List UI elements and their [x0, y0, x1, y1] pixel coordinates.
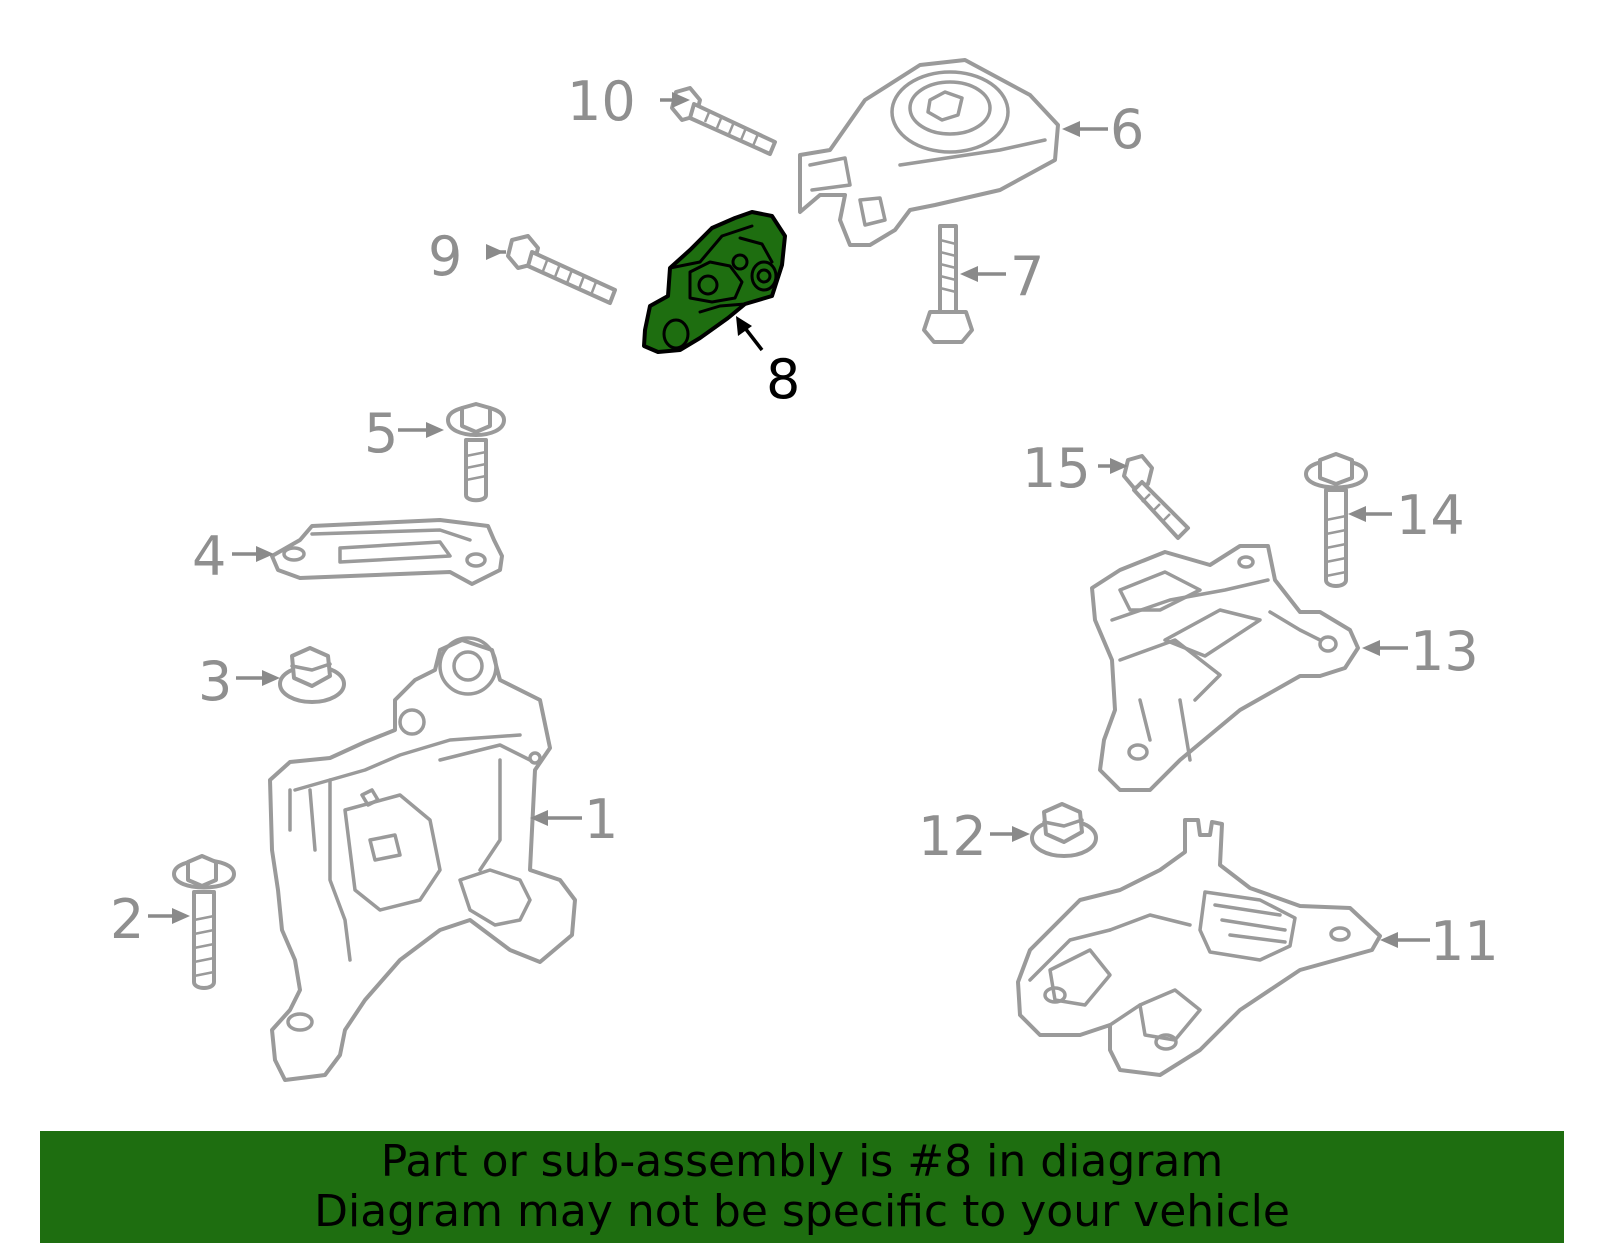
callout-6: 6	[1110, 98, 1144, 161]
callout-8: 8	[766, 348, 800, 411]
part-8-bracket-highlighted[interactable]	[642, 210, 787, 354]
part-14-bolt[interactable]	[1304, 452, 1368, 588]
part-12-nut[interactable]	[1030, 802, 1098, 858]
info-banner: Part or sub-assembly is #8 in diagram Di…	[40, 1131, 1564, 1243]
part-2-bolt[interactable]	[172, 854, 236, 990]
callout-12: 12	[918, 805, 987, 868]
callout-4: 4	[192, 525, 226, 588]
banner-line-part: Part or sub-assembly is #8 in diagram	[380, 1136, 1224, 1187]
callout-7: 7	[1010, 245, 1044, 308]
callout-15: 15	[1022, 437, 1091, 500]
callout-10: 10	[567, 70, 636, 133]
callout-3: 3	[198, 650, 232, 713]
part-15-bolt[interactable]	[1122, 454, 1190, 540]
callout-arrows	[148, 92, 1430, 948]
callout-11: 11	[1430, 910, 1499, 973]
part-3-nut[interactable]	[278, 646, 346, 704]
callout-9: 9	[428, 225, 462, 288]
banner-line-disclaimer: Diagram may not be specific to your vehi…	[314, 1186, 1290, 1237]
part-9-bolt[interactable]	[506, 234, 617, 305]
callout-2: 2	[110, 888, 144, 951]
part-4-bracket[interactable]	[270, 518, 504, 586]
part-11-lower-mount[interactable]	[1016, 818, 1382, 1077]
callout-5: 5	[364, 402, 398, 465]
part-7-bolt[interactable]	[922, 224, 974, 344]
part-1-engine-mount[interactable]	[268, 636, 577, 1082]
callout-1: 1	[584, 788, 618, 851]
callout-13: 13	[1410, 620, 1479, 683]
part-13-bracket[interactable]	[1090, 544, 1360, 792]
part-10-bolt[interactable]	[670, 86, 777, 156]
part-5-bolt[interactable]	[446, 402, 506, 503]
callout-14: 14	[1396, 484, 1465, 547]
part-6-upper-mount[interactable]	[798, 58, 1060, 247]
